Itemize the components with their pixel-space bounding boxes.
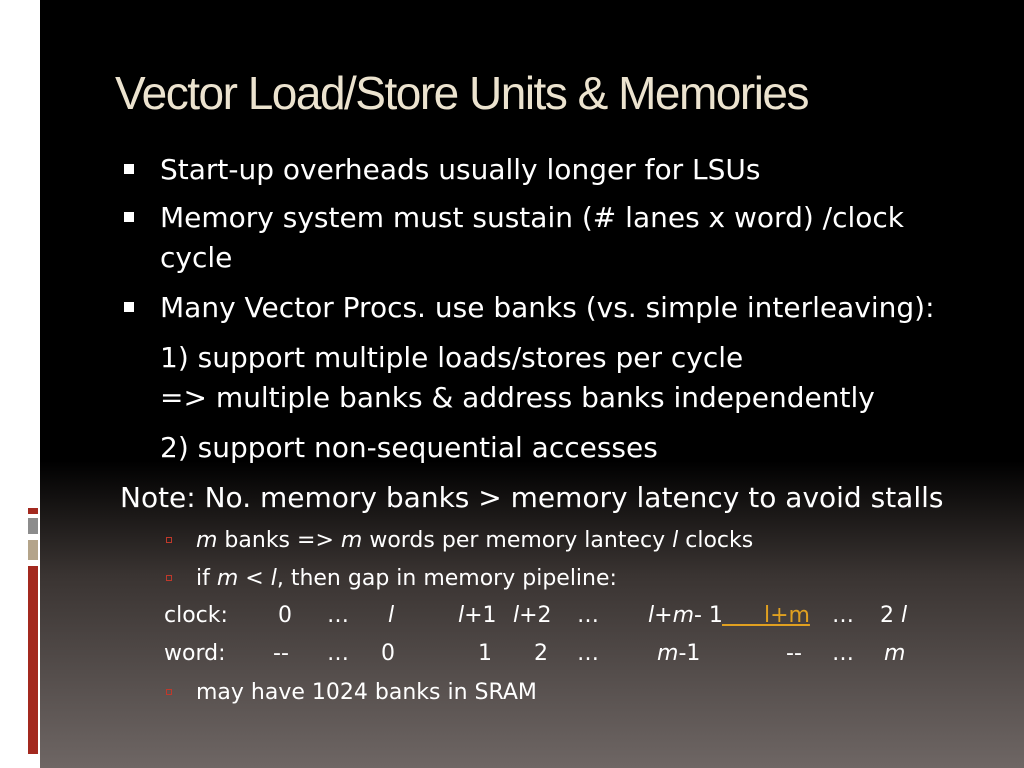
slide-title: Vector Load/Store Units & Memories — [115, 67, 810, 119]
sub-bullet-gap: if m < l, then gap in memory pipeline: — [196, 566, 617, 591]
sub-bullet-marker — [166, 575, 172, 581]
clock-cell: l — [388, 603, 395, 628]
note-line: Note: No. memory banks > memory latency … — [120, 481, 944, 514]
word-cell: … — [327, 641, 349, 666]
decor-tan-block — [28, 540, 38, 560]
word-cell: 1 — [478, 641, 492, 666]
word-cell: -- — [273, 641, 289, 666]
word-cell: … — [832, 641, 854, 666]
numbered-item-1-cont: => multiple banks & address banks indepe… — [160, 381, 875, 414]
sub-bullet-marker — [166, 689, 172, 695]
clock-cell: 2 l — [880, 603, 908, 628]
word-cell: m-1 — [657, 641, 701, 666]
clock-cell: l+1 — [458, 603, 497, 628]
sub-bullet-m-banks: m banks => m words per memory lantecy l … — [196, 528, 754, 553]
word-cell: 0 — [381, 641, 395, 666]
numbered-item-1: 1) support multiple loads/stores per cyc… — [160, 341, 744, 374]
word-cell: -- — [786, 641, 802, 666]
clock-cell: 0 — [278, 603, 292, 628]
bullet-marker — [124, 302, 134, 312]
bullet-memory-system-cont: cycle — [160, 241, 233, 274]
decor-red-bar — [28, 566, 38, 754]
decor-gray-block — [28, 518, 38, 534]
word-cell: … — [577, 641, 599, 666]
word-row-label: word: — [164, 641, 226, 666]
word-cell: 2 — [534, 641, 548, 666]
clock-row-label: clock: — [164, 603, 228, 628]
bullet-marker — [124, 212, 134, 222]
sub-bullet-marker — [166, 537, 172, 543]
bullet-banks: Many Vector Procs. use banks (vs. simple… — [160, 291, 935, 324]
numbered-item-2: 2) support non-sequential accesses — [160, 431, 658, 464]
bullet-memory-system: Memory system must sustain (# lanes x wo… — [160, 201, 905, 234]
clock-cell: l+m- 1 — [648, 603, 723, 628]
word-cell: m — [884, 641, 906, 666]
bullet-marker — [124, 164, 134, 174]
sub-bullet-sram: may have 1024 banks in SRAM — [196, 680, 537, 705]
decor-red-block — [28, 508, 38, 514]
clock-cell: l+2 — [513, 603, 552, 628]
clock-cell: … — [577, 603, 599, 628]
clock-cell: … — [832, 603, 854, 628]
clock-link-l-plus-m[interactable]: l+m — [722, 603, 810, 628]
bullet-startup: Start-up overheads usually longer for LS… — [160, 153, 761, 186]
clock-cell: … — [327, 603, 349, 628]
